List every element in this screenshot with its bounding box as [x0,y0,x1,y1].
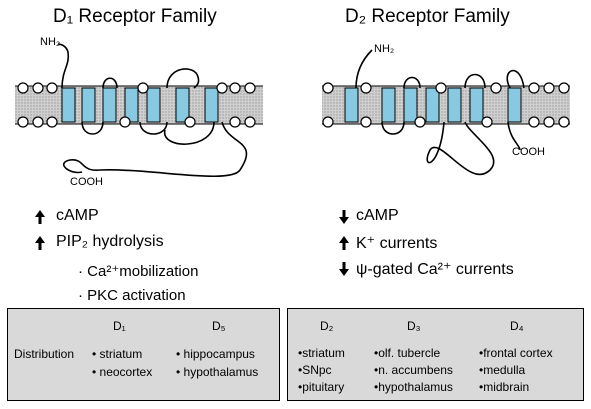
distribution-row-label: Distribution [14,347,75,361]
d2-nh2-label: NH₂ [374,43,395,55]
d1-lipid-heads [17,82,256,128]
d1-subeffect-ca: · Ca²⁺mobilization [78,263,199,280]
d2-transmembrane-helices [344,87,522,123]
d5-region-hippocampus: • hippocampus [176,347,255,361]
d2-family-title: D₂ Receptor Family [345,6,510,27]
d1-nh2-label: NH₂ [40,36,61,48]
d1-camp-up-arrow-icon [35,210,45,224]
effect-arrows [35,210,349,276]
d2-region-snpc: •SNpc [298,363,332,377]
d2-region-striatum: •striatum [298,346,345,360]
d2-extracellular-loops [403,69,525,89]
d2-subtype-d4-header: D₄ [510,319,524,333]
d2-n-terminus [355,49,373,89]
d4-region-frontal-cortex: •frontal cortex [479,346,553,360]
d1-subtype-d5-header: D₅ [212,319,226,333]
d4-region-midbrain: •midbrain [479,380,530,394]
d2-effect-k: K⁺ currents [356,235,438,252]
d3-region-n-accumbens: •n. accumbens [374,363,453,377]
d2-camp-down-arrow-icon [339,210,349,224]
d1-subtype-d1-header: D₁ [113,319,126,333]
d2-receptor-diagram [322,49,570,176]
d5-region-hypothalamus: • hypothalamus [176,365,259,379]
d1-family-title: D₁ Receptor Family [53,6,217,27]
d3-region-hypothalamus: •hypothalamus [374,380,453,394]
d1-region-striatum: • striatum [92,347,143,361]
d2-ca-down-arrow-icon [339,262,349,276]
d2-effect-camp: cAMP [356,207,399,224]
d1-intracellular-loops [63,121,248,178]
d1-receptor-diagram [15,43,263,178]
d2-lipid-heads [322,82,570,128]
d1-effect-pip2: PIP₂ hydrolysis [56,233,164,250]
d1-transmembrane-helices [61,87,219,123]
d2-cooh-label: COOH [512,146,545,158]
d1-region-neocortex: • neocortex [92,365,153,379]
d2-intracellular-loops [381,121,521,176]
d2-subtype-d3-header: D₃ [407,319,421,333]
d2-k-up-arrow-icon [339,236,349,250]
d1-distribution-box: D₁ D₅ Distribution • striatum • neocorte… [7,308,280,401]
d4-region-medulla: •medulla [479,363,526,377]
d1-pip2-up-arrow-icon [35,236,45,250]
d1-cooh-label: COOH [70,176,103,188]
d1-subeffect-pkc: · PKC activation [78,287,186,304]
d2-region-pituitary: •pituitary [298,380,345,394]
d1-n-terminus [57,43,70,89]
d1-extracellular-loops [102,68,200,89]
d2-subtype-d2-header: D₂ [320,319,334,333]
d3-region-olf-tubercle: •olf. tubercle [374,346,441,360]
d2-effect-ca: ψ-gated Ca²⁺ currents [356,261,514,278]
d2-distribution-box: D₂ D₃ D₄ •striatum •SNpc •pituitary •olf… [287,308,584,401]
d1-effect-camp: cAMP [56,207,99,224]
